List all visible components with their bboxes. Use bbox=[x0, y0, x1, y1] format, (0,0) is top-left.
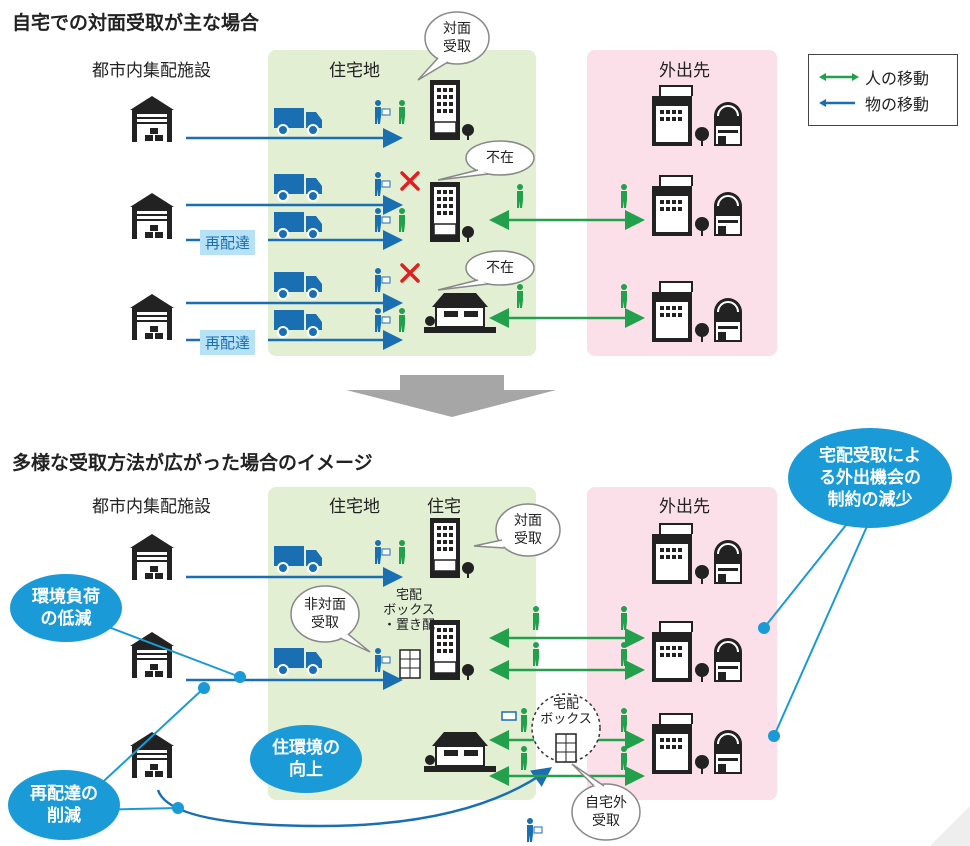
person-icon bbox=[517, 284, 627, 308]
warehouse-icon bbox=[130, 294, 174, 340]
bubble-line: 対面 bbox=[514, 513, 542, 529]
warehouse-icon bbox=[130, 632, 174, 678]
benefit-line: 住環境の bbox=[272, 738, 340, 758]
office-building-icon bbox=[651, 85, 743, 147]
box-label-line: ・置き配 bbox=[382, 618, 435, 633]
person-icon bbox=[526, 817, 543, 843]
bubble-absent-text: 不在 bbox=[486, 150, 514, 166]
person-icon bbox=[374, 267, 391, 293]
legend-arrows bbox=[819, 73, 859, 107]
benefit-line: る外出機会の bbox=[819, 468, 921, 488]
bubble-line: 非対面 bbox=[304, 597, 346, 613]
bubble-outside-text: 自宅外 受取 bbox=[572, 794, 640, 830]
bubble-line: 受取 bbox=[592, 813, 620, 829]
warehouse-icon bbox=[130, 193, 174, 239]
corner-decoration bbox=[930, 806, 970, 846]
office-building-icon bbox=[651, 523, 743, 585]
benefit-line: 削減 bbox=[47, 806, 81, 826]
speech-bubble bbox=[290, 503, 641, 841]
person-icon bbox=[374, 647, 391, 673]
box-label-text: 宅配 ボックス ・置き配 bbox=[374, 588, 444, 633]
house-icon bbox=[423, 292, 497, 334]
outing-label-bottom: 外出先 bbox=[659, 497, 710, 517]
benefit-redelivery-bubble: 再配達の削減 bbox=[8, 770, 120, 840]
office-building-icon bbox=[651, 621, 743, 683]
office-building-icon bbox=[651, 281, 743, 343]
truck-icon bbox=[273, 647, 323, 676]
benefit-line: 再配達の bbox=[30, 784, 98, 804]
warehouse-icon bbox=[130, 534, 174, 580]
box2-label-text: 宅配 ボックス bbox=[536, 697, 596, 727]
legend-goods-label: 物の移動 bbox=[865, 95, 930, 114]
bubble-face-text: 対面 受取 bbox=[425, 20, 489, 56]
warehouse-icon bbox=[130, 732, 174, 778]
down-arrow-icon bbox=[346, 375, 556, 417]
apartment-icon bbox=[429, 79, 475, 141]
house-icon bbox=[423, 731, 497, 773]
truck-icon bbox=[273, 309, 323, 338]
bubble-nonface-text: 非対面 受取 bbox=[291, 596, 359, 632]
facility-label-top: 都市内集配施設 bbox=[92, 61, 211, 81]
bubble-line: 対面 bbox=[443, 21, 471, 37]
truck-icon bbox=[273, 545, 323, 574]
cross-icon bbox=[400, 171, 420, 283]
goods-arrow bbox=[186, 128, 403, 350]
box-label-line: 宅配 bbox=[395, 588, 422, 603]
benefit-line: 宅配受取によ bbox=[819, 446, 921, 466]
facility-label-bottom: 都市内集配施設 bbox=[92, 497, 211, 517]
top-title: 自宅での対面受取が主な場合 bbox=[12, 12, 260, 34]
people-arrow bbox=[489, 628, 645, 786]
box-label-line: 宅配 bbox=[552, 697, 579, 712]
redelivery-label: 再配達 bbox=[200, 230, 256, 255]
truck-icon bbox=[273, 173, 323, 202]
warehouse-icon bbox=[130, 96, 174, 142]
apartment-icon bbox=[429, 181, 475, 243]
person-icon bbox=[517, 184, 627, 208]
bubble-line: 自宅外 bbox=[585, 795, 627, 811]
person-icon bbox=[374, 539, 405, 565]
benefit-line: 環境負荷 bbox=[32, 587, 100, 607]
bubble-line: 受取 bbox=[443, 39, 471, 55]
residential-label-bottom: 住宅地 bbox=[329, 497, 380, 517]
redelivery-label: 再配達 bbox=[200, 330, 256, 355]
speech-bubble bbox=[417, 11, 535, 291]
person-icon bbox=[374, 307, 405, 333]
parcel-box-icon bbox=[399, 649, 421, 679]
bubble-line: 受取 bbox=[311, 615, 339, 631]
person-icon bbox=[374, 171, 391, 197]
benefit-connector bbox=[89, 519, 869, 814]
house-label: 住宅 bbox=[427, 497, 461, 517]
benefit-line: の低減 bbox=[40, 609, 92, 629]
bubble-face-text: 対面 受取 bbox=[496, 512, 560, 548]
person-icon bbox=[374, 207, 405, 233]
benefit-env-bubble: 環境負荷の低減 bbox=[10, 574, 122, 642]
apartment-icon bbox=[429, 517, 475, 579]
box-label-line: ボックス bbox=[540, 712, 592, 727]
bottom-title: 多様な受取方法が広がった場合のイメージ bbox=[12, 452, 373, 474]
outing-label-top: 外出先 bbox=[659, 61, 710, 81]
truck-icon bbox=[273, 211, 323, 240]
parcel-icon bbox=[501, 711, 517, 721]
legend: 人の移動 物の移動 bbox=[808, 54, 958, 126]
benefit-line: 制約の減少 bbox=[827, 490, 913, 510]
bubble-absent-text: 不在 bbox=[486, 260, 514, 276]
residential-label-top: 住宅地 bbox=[329, 61, 380, 81]
person-icon bbox=[374, 99, 405, 125]
office-building-icon bbox=[651, 713, 743, 775]
benefit-outing-bubble: 宅配受取による外出機会の制約の減少 bbox=[788, 428, 952, 528]
office-building-icon bbox=[651, 175, 743, 237]
truck-icon bbox=[273, 271, 323, 300]
benefit-line: 向上 bbox=[289, 760, 323, 780]
truck-icon bbox=[273, 107, 323, 136]
bubble-line: 受取 bbox=[514, 531, 542, 547]
benefit-living-bubble: 住環境の向上 bbox=[250, 725, 362, 793]
external-box-circle bbox=[531, 693, 601, 763]
box-label-line: ボックス bbox=[383, 603, 435, 618]
people-arrow bbox=[489, 210, 645, 328]
legend-people-label: 人の移動 bbox=[865, 69, 930, 88]
